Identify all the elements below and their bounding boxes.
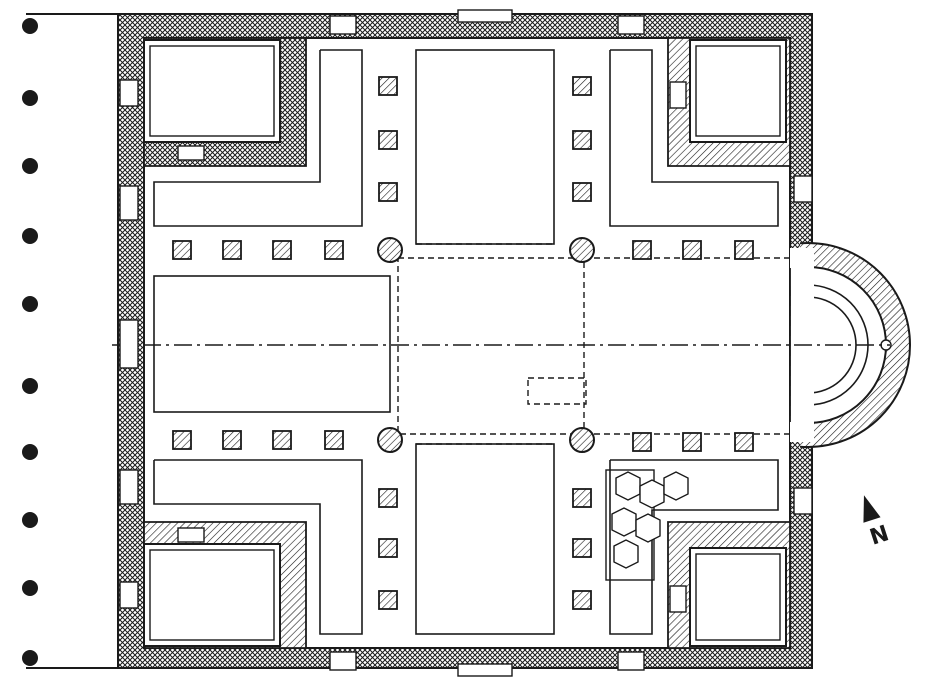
square-pier <box>324 240 344 260</box>
wall-opening <box>457 663 513 677</box>
wall-opening <box>119 319 139 369</box>
nave-rooms <box>153 49 555 635</box>
wall-opening <box>669 81 687 109</box>
paving <box>605 469 689 581</box>
square-pier <box>572 182 592 202</box>
square-pier <box>172 430 192 450</box>
square-pier <box>632 432 652 452</box>
north-arrow-icon: N <box>863 495 892 551</box>
square-pier <box>378 130 398 150</box>
square-pier <box>734 432 754 452</box>
wall-opening <box>177 527 205 543</box>
portico-column <box>22 158 38 174</box>
portico-columns <box>22 18 38 666</box>
square-pier <box>572 130 592 150</box>
square-pier <box>272 240 292 260</box>
corner-chambers <box>143 39 787 647</box>
square-pier <box>734 240 754 260</box>
wall-opening <box>177 145 205 161</box>
portico-column <box>22 18 38 34</box>
wall-opening <box>793 175 813 203</box>
portico-column <box>22 296 38 312</box>
square-pier <box>324 430 344 450</box>
square-pier <box>378 538 398 558</box>
square-pier <box>378 76 398 96</box>
wall-opening <box>119 469 139 505</box>
wall-opening <box>329 651 357 671</box>
wall-opening <box>119 185 139 221</box>
portico-column <box>22 444 38 460</box>
wall-opening <box>119 581 139 609</box>
square-pier <box>632 240 652 260</box>
north-label: N <box>867 521 892 550</box>
square-pier <box>378 182 398 202</box>
portico-column <box>22 512 38 528</box>
portico-column <box>22 90 38 106</box>
wall-opening <box>617 651 645 671</box>
square-pier <box>572 76 592 96</box>
central-bay-dashed <box>397 243 791 445</box>
portico <box>22 13 118 669</box>
wall-opening <box>457 9 513 23</box>
square-pier <box>172 240 192 260</box>
square-pier <box>222 430 242 450</box>
wall-opening <box>669 585 687 613</box>
square-pier <box>682 432 702 452</box>
square-piers <box>172 76 754 610</box>
square-pier <box>378 590 398 610</box>
aisle-outlines <box>153 49 779 635</box>
wall-opening <box>329 15 357 35</box>
square-pier <box>222 240 242 260</box>
square-pier <box>572 590 592 610</box>
wall-openings <box>119 9 813 677</box>
wall-opening <box>793 487 813 515</box>
square-pier <box>682 240 702 260</box>
portico-column <box>22 580 38 596</box>
wall-opening <box>119 79 139 107</box>
square-pier <box>572 538 592 558</box>
portico-column <box>22 650 38 666</box>
square-pier <box>572 488 592 508</box>
square-pier <box>272 430 292 450</box>
square-pier <box>378 488 398 508</box>
portico-column <box>22 378 38 394</box>
wall-opening <box>617 15 645 35</box>
portico-column <box>22 228 38 244</box>
central-piers <box>377 237 595 453</box>
